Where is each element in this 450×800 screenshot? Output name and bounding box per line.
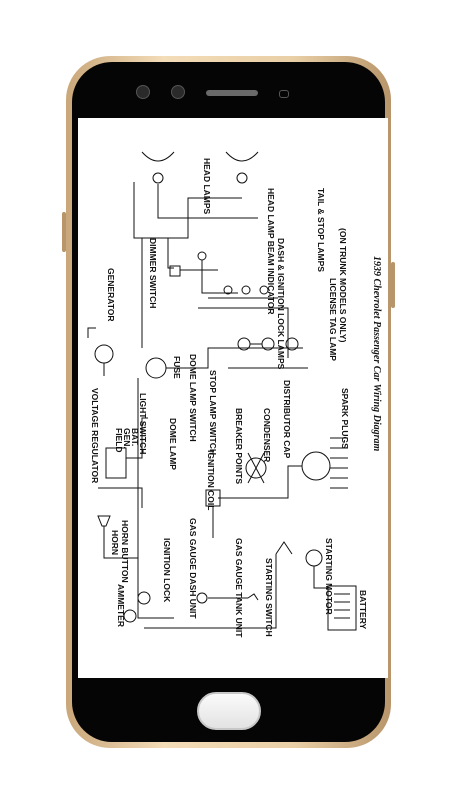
label-trunk-note: (ON TRUNK MODELS ONLY): [338, 228, 348, 343]
label-battery: BATTERY: [358, 590, 368, 630]
diagram-caption: 1939 Chevrolet Passenger Car Wiring Diag…: [371, 256, 382, 452]
light-sensor: [279, 90, 289, 98]
label-gen: GEN.: [122, 428, 132, 449]
label-condenser: CONDENSER: [262, 408, 272, 462]
label-license-tag-lamp: LICENSE TAG LAMP: [328, 278, 338, 361]
app-screen: HEAD LAMPS HEAD LAMP BEAM INDICATOR DASH…: [78, 118, 388, 678]
label-field: FIELD: [114, 428, 124, 453]
label-ignition-lock: IGNITION LOCK: [162, 538, 172, 603]
home-button[interactable]: [197, 692, 261, 730]
proximity-sensor-icon: [171, 85, 185, 99]
label-head-lamps: HEAD LAMPS: [202, 158, 212, 215]
label-fuse: FUSE: [172, 356, 182, 379]
label-distributor-cap: DISTRIBUTOR CAP: [282, 380, 292, 459]
label-gas-gauge-tank-unit: GAS GAUGE TANK UNIT: [234, 538, 244, 638]
label-horn-button: HORN BUTTON: [120, 520, 130, 583]
label-ignition-coil: IGNITION COIL: [206, 450, 216, 510]
label-tail-stop-lamps: TAIL & STOP LAMPS: [316, 188, 326, 272]
front-camera-icon: [136, 85, 150, 99]
label-generator: GENERATOR: [106, 268, 116, 322]
earpiece-speaker: [206, 90, 258, 96]
label-dome-lamp-switch: DOME LAMP SWITCH: [188, 354, 198, 442]
label-horn: HORN: [110, 530, 120, 555]
label-dash-ignition-lock-lamps: DASH & IGNITION LOCK LAMPS: [276, 238, 286, 370]
label-dimmer-switch: DIMMER SWITCH: [148, 238, 158, 308]
label-starting-motor: STARTING MOTOR: [324, 538, 334, 615]
label-voltage-regulator: VOLTAGE REGULATOR: [90, 388, 100, 483]
label-spark-plugs: SPARK PLUGS: [340, 388, 350, 449]
label-head-lamp-beam-indicator: HEAD LAMP BEAM INDICATOR: [266, 188, 276, 315]
wiring-diagram: HEAD LAMPS HEAD LAMP BEAM INDICATOR DASH…: [87, 151, 382, 638]
label-ammeter: AMMETER: [116, 584, 126, 627]
label-dome-lamp: DOME LAMP: [168, 418, 178, 470]
label-gas-gauge-dash-unit: GAS GAUGE DASH UNIT: [188, 518, 198, 619]
label-breaker-points: BREAKER POINTS: [234, 408, 244, 484]
label-starting-switch: STARTING SWITCH: [264, 558, 274, 637]
volume-button: [62, 212, 66, 252]
label-stop-lamp-switch: STOP LAMP SWITCH: [208, 370, 218, 455]
power-button: [391, 262, 395, 308]
label-light-switch: LIGHT SWITCH: [138, 393, 148, 454]
label-bat: BAT.: [130, 428, 140, 446]
